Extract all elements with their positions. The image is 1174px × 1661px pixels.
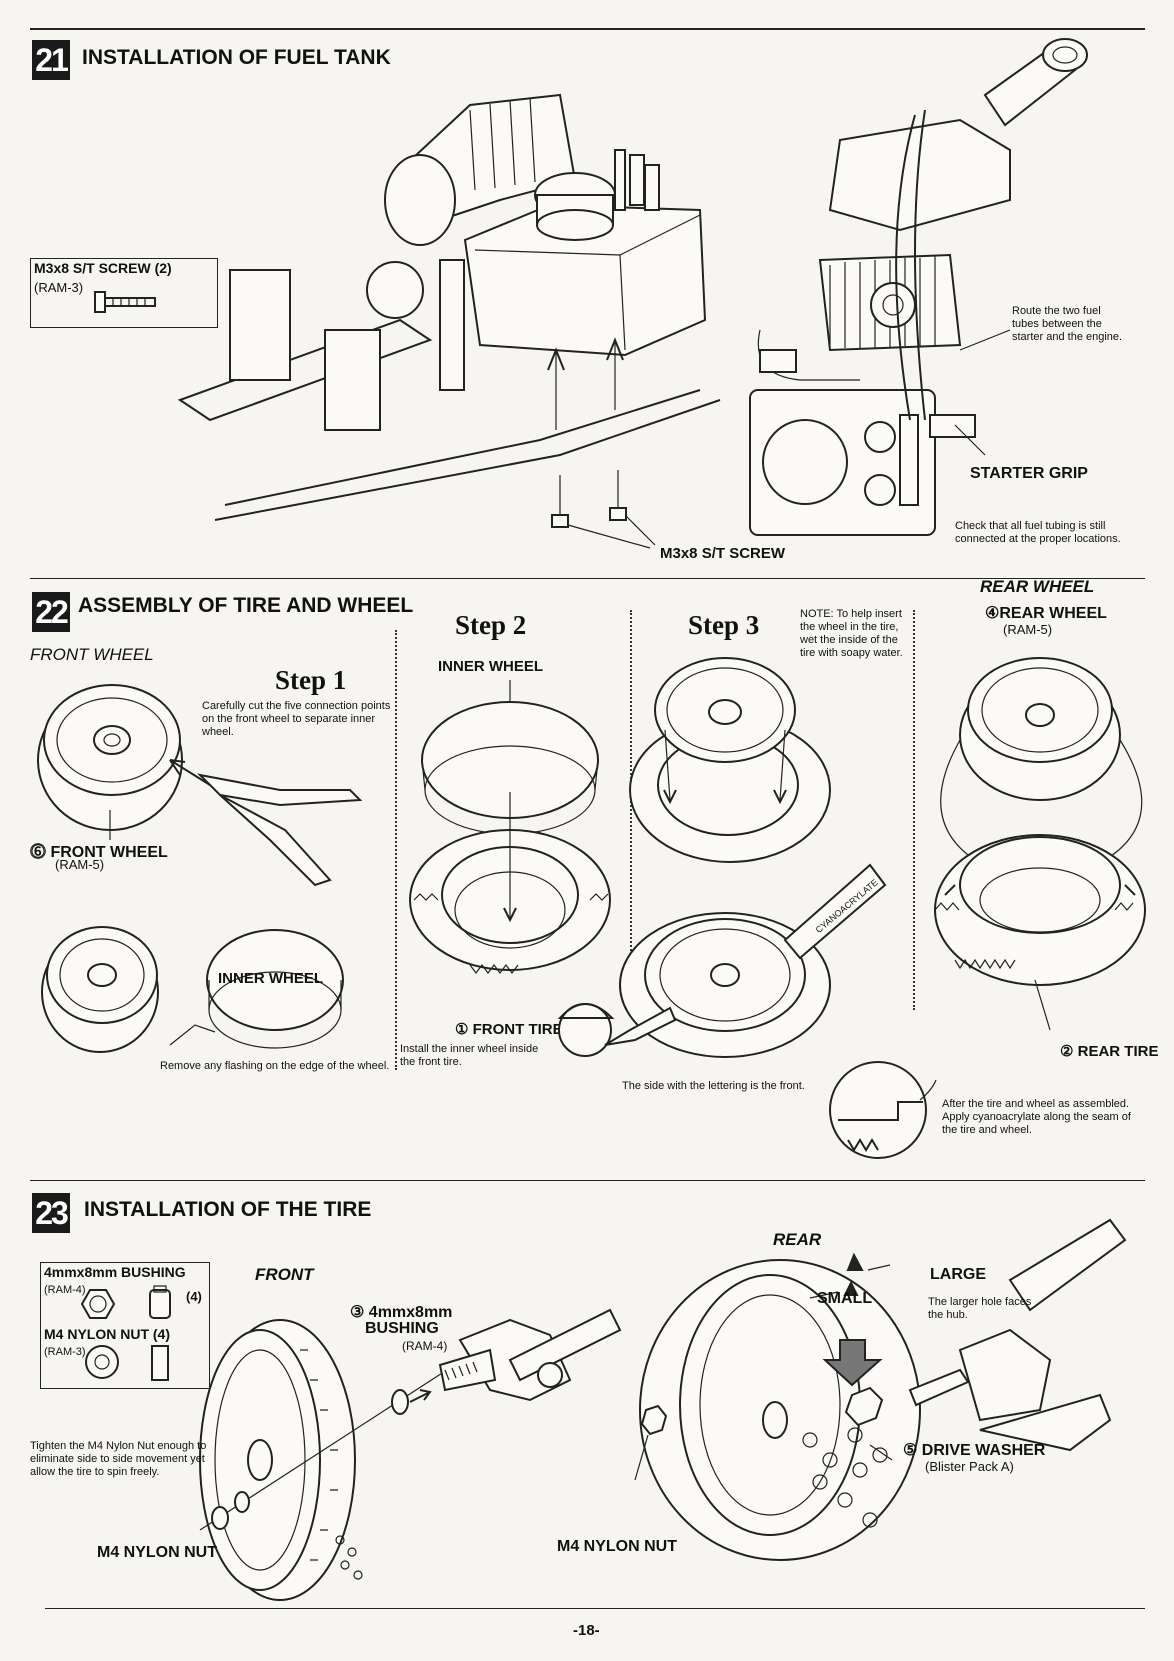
flashing-note: Remove any flashing on the edge of the w… <box>160 1060 390 1072</box>
page-number: -18- <box>573 1622 600 1639</box>
fuel-tank-illustration <box>0 0 1174 560</box>
box-bushing-code: (RAM-4) <box>44 1284 86 1296</box>
box-nut-code: (RAM-3) <box>44 1346 86 1358</box>
seam-note: After the tire and wheel as assembled. A… <box>942 1098 1131 1136</box>
box-screw-code: (RAM-3) <box>34 280 84 295</box>
front-wheel-part-label: ⓺ FRONT WHEEL <box>30 844 168 861</box>
rear-wheel-heading: REAR WHEEL <box>980 577 1095 596</box>
rear-wheel-part-label: ④REAR WHEEL <box>985 605 1107 622</box>
step1-note: Carefully cut the five connection points… <box>202 700 391 738</box>
step2-illustration <box>410 680 630 1030</box>
blister-label: (Blister Pack A) <box>925 1459 1014 1474</box>
step3-note: NOTE: To help insert the wheel in the ti… <box>800 608 903 659</box>
box-bushing-qty: (4) <box>186 1289 202 1304</box>
front-heading: FRONT <box>255 1265 314 1284</box>
step1-heading: Step 1 <box>275 665 347 695</box>
install-note: Install the inner wheel inside the front… <box>400 1043 539 1068</box>
bushing-label-2: BUSHING <box>365 1320 439 1337</box>
section-22-title: ASSEMBLY OF TIRE AND WHEEL <box>78 594 414 617</box>
rear-tire-label: ② REAR TIRE <box>1060 1043 1159 1060</box>
bushing-label: ③ 4mmx8mm <box>350 1304 453 1321</box>
inner-wheel-label-a: INNER WHEEL <box>218 970 323 987</box>
check-note: Check that all fuel tubing is still conn… <box>955 520 1121 545</box>
screw-parts-box <box>30 258 218 328</box>
box-nut-label: M4 NYLON NUT (4) <box>44 1326 170 1342</box>
section-21-title: INSTALLATION OF FUEL TANK <box>82 46 391 69</box>
section-21-badge: 21 <box>32 40 70 80</box>
divider-2 <box>630 610 632 1010</box>
step2-heading: Step 2 <box>455 610 527 640</box>
hole-note: The larger hole faces the hub. <box>928 1296 1032 1321</box>
large-label: LARGE <box>930 1266 986 1283</box>
footer-rule <box>45 1608 1145 1609</box>
nut-label-left: M4 NYLON NUT <box>97 1544 217 1561</box>
section-23-rule <box>30 1180 1145 1181</box>
tighten-note: Tighten the M4 Nylon Nut enough to elimi… <box>30 1440 207 1478</box>
drive-washer-label: ⑤ DRIVE WASHER <box>903 1442 1046 1459</box>
box-screw-label: M3x8 S/T SCREW (2) <box>34 260 172 276</box>
step3-heading: Step 3 <box>688 610 760 640</box>
lettering-note: The side with the lettering is the front… <box>622 1080 805 1092</box>
rear-wheel-illustration <box>935 640 1165 1060</box>
front-tire-install-illustration <box>180 1290 630 1610</box>
front-tire-label: ① FRONT TIRE <box>455 1021 563 1038</box>
rear-tire-install-illustration <box>630 1220 1130 1560</box>
section-23-badge: 23 <box>32 1193 70 1233</box>
nut-label-right: M4 NYLON NUT <box>557 1538 677 1555</box>
route-note: Route the two fuel tubes between the sta… <box>1012 305 1123 343</box>
screw-icon <box>95 290 175 320</box>
screw-label: M3x8 S/T SCREW <box>660 545 786 562</box>
front-wheel-heading: FRONT WHEEL <box>30 645 154 664</box>
top-rule <box>30 28 1145 30</box>
inner-wheel-label-b: INNER WHEEL <box>438 658 543 675</box>
section-22-badge: 22 <box>32 592 70 632</box>
front-wheel-step1-illustration <box>30 680 430 1180</box>
divider-1 <box>395 630 397 1070</box>
bushing-code: (RAM-4) <box>402 1339 448 1353</box>
bushing-nut-parts-box <box>40 1262 210 1389</box>
rear-heading: REAR <box>773 1230 822 1249</box>
step3-illustration <box>630 640 890 1080</box>
bushing-nut-icons <box>40 1262 208 1387</box>
section-23-title: INSTALLATION OF THE TIRE <box>84 1198 372 1221</box>
seam-detail-illustration <box>828 1060 938 1170</box>
front-wheel-part-code: (RAM-5) <box>55 857 105 872</box>
box-bushing-label: 4mmx8mm BUSHING <box>44 1264 186 1280</box>
starter-grip-label: STARTER GRIP <box>970 465 1088 482</box>
divider-3 <box>913 610 915 1010</box>
rear-wheel-part-code: (RAM-5) <box>1003 622 1053 637</box>
section-22-rule <box>30 578 1145 579</box>
small-label: SMALL <box>817 1290 873 1307</box>
